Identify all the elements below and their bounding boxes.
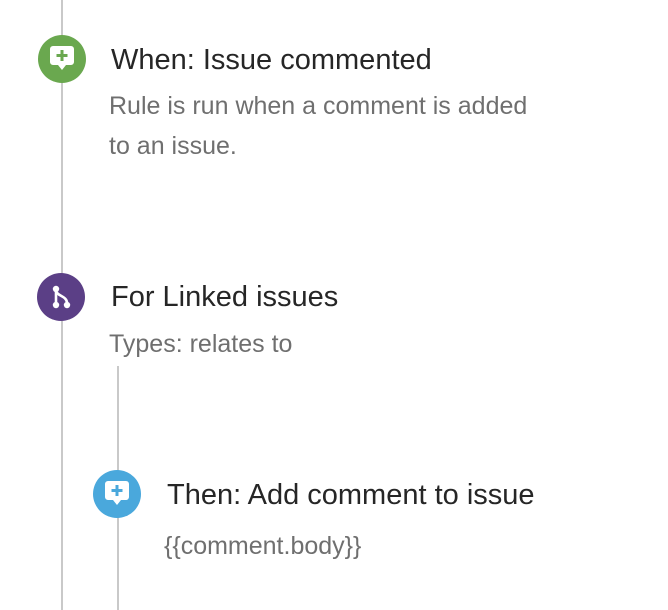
trigger-description-line2: to an issue. [109, 132, 237, 160]
branch-icon-circle [37, 273, 85, 321]
trigger-description-line1: Rule is run when a comment is added [109, 92, 528, 120]
branch-title: For Linked issues [111, 281, 339, 313]
action-title: Then: Add comment to issue [167, 479, 535, 511]
branch-description: Types: relates to [109, 330, 293, 358]
action-icon-circle [93, 470, 141, 518]
comment-plus-icon [47, 43, 77, 75]
comment-plus-icon [102, 478, 132, 510]
branch-icon [47, 283, 75, 311]
trigger-title: When: Issue commented [111, 44, 432, 76]
trigger-description: Rule is run when a comment is added to a… [109, 86, 527, 166]
action-description: {{comment.body}} [164, 532, 362, 560]
trigger-icon-circle [38, 35, 86, 83]
